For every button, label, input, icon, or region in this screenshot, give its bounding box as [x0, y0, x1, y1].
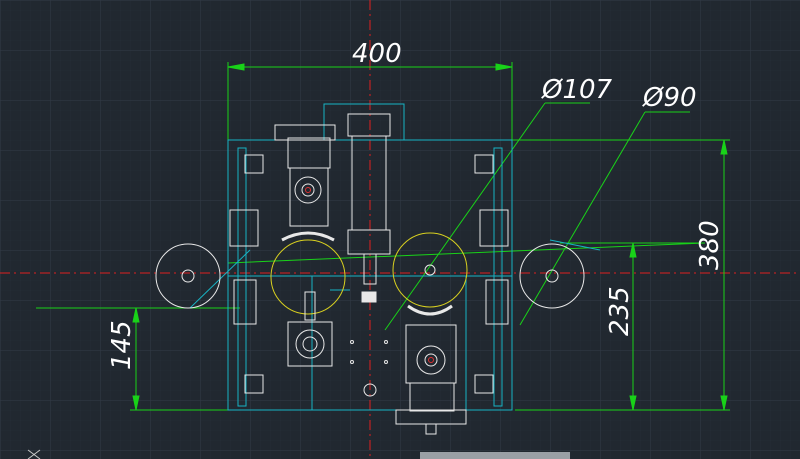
dimension-lines [36, 62, 730, 411]
dimension-texts: 400 Ø107 Ø90 380 235 145 [107, 39, 725, 370]
status-strip [420, 452, 570, 459]
dim-dia-small: Ø90 [642, 83, 697, 113]
dim-height-total: 380 [695, 220, 725, 270]
dim-height-mid: 235 [605, 286, 635, 336]
dim-overall-width: 400 [352, 39, 402, 69]
ucs-icon [27, 449, 41, 459]
frame-outline [189, 103, 601, 411]
dim-height-low: 145 [107, 320, 137, 370]
dim-dia-large: Ø107 [541, 75, 613, 105]
mechanism-parts [155, 113, 585, 435]
